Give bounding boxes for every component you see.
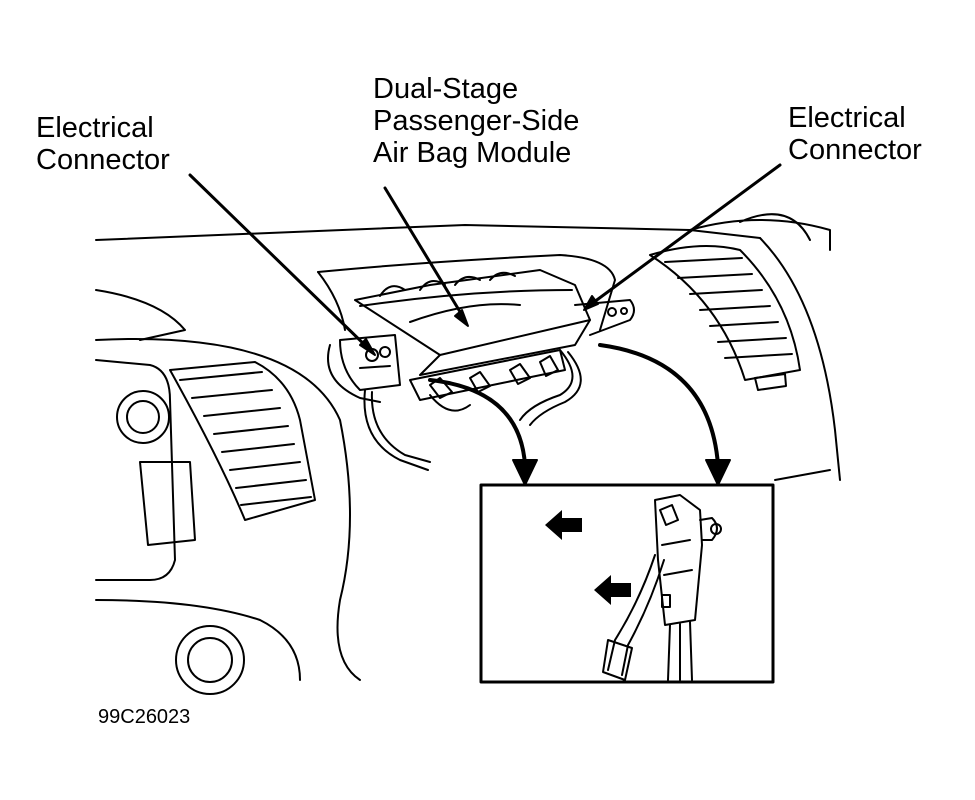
arrow-left-icon (545, 510, 582, 540)
right-vent (649, 245, 801, 391)
leader-center (383, 186, 467, 322)
airbag-opening (317, 254, 616, 331)
dash-top-edge (95, 224, 761, 241)
module-callout: Dual-Stage Passenger-Side Air Bag Module (373, 73, 579, 169)
figure-id: 99C26023 (98, 706, 191, 728)
dash-right-side (774, 469, 831, 481)
leader-left (188, 173, 372, 352)
leader-left-head (359, 338, 376, 356)
dash-top-right-trim (689, 219, 831, 251)
dash-upper-panel (95, 289, 186, 341)
lower-knob (187, 637, 233, 683)
airbag-module (339, 269, 635, 412)
left-vent (169, 361, 316, 521)
connector-detail (602, 494, 722, 681)
stack-slot (139, 461, 196, 546)
pointer-arrow-1 (428, 378, 527, 467)
knob-ring (116, 390, 170, 444)
left-connector-line-1: Electrical (36, 112, 154, 144)
lower-knob-ring (175, 625, 245, 695)
stack-lower (95, 599, 301, 681)
right-harness (519, 349, 574, 421)
pointer-arrow-1-head (512, 459, 538, 486)
arrow-left-icon (594, 575, 631, 605)
pointer-arrow-2 (598, 343, 720, 467)
knob (126, 400, 160, 434)
center-stack (95, 359, 176, 581)
dash-top-right-trim2 (739, 213, 811, 241)
right-connector-line-2: Connector (788, 134, 922, 166)
module-line-3: Air Bag Module (373, 137, 572, 169)
module-line-1: Dual-Stage (373, 73, 519, 105)
left-harness-3 (327, 344, 381, 403)
module-line-2: Passenger-Side (373, 105, 580, 137)
leader-center-head (454, 309, 469, 327)
right-harness-2 (529, 351, 582, 426)
leader-right-head (583, 295, 599, 311)
left-harness (363, 389, 429, 471)
dash-right-edge (759, 237, 841, 481)
dash-curve (95, 338, 361, 681)
right-connector-line-1: Electrical (788, 102, 906, 134)
leader-right (588, 163, 782, 307)
left-connector-callout: Electrical Connector (36, 112, 170, 176)
pointer-arrow-2-head (705, 459, 731, 486)
right-connector-callout: Electrical Connector (788, 102, 922, 166)
left-connector-line-2: Connector (36, 144, 170, 176)
